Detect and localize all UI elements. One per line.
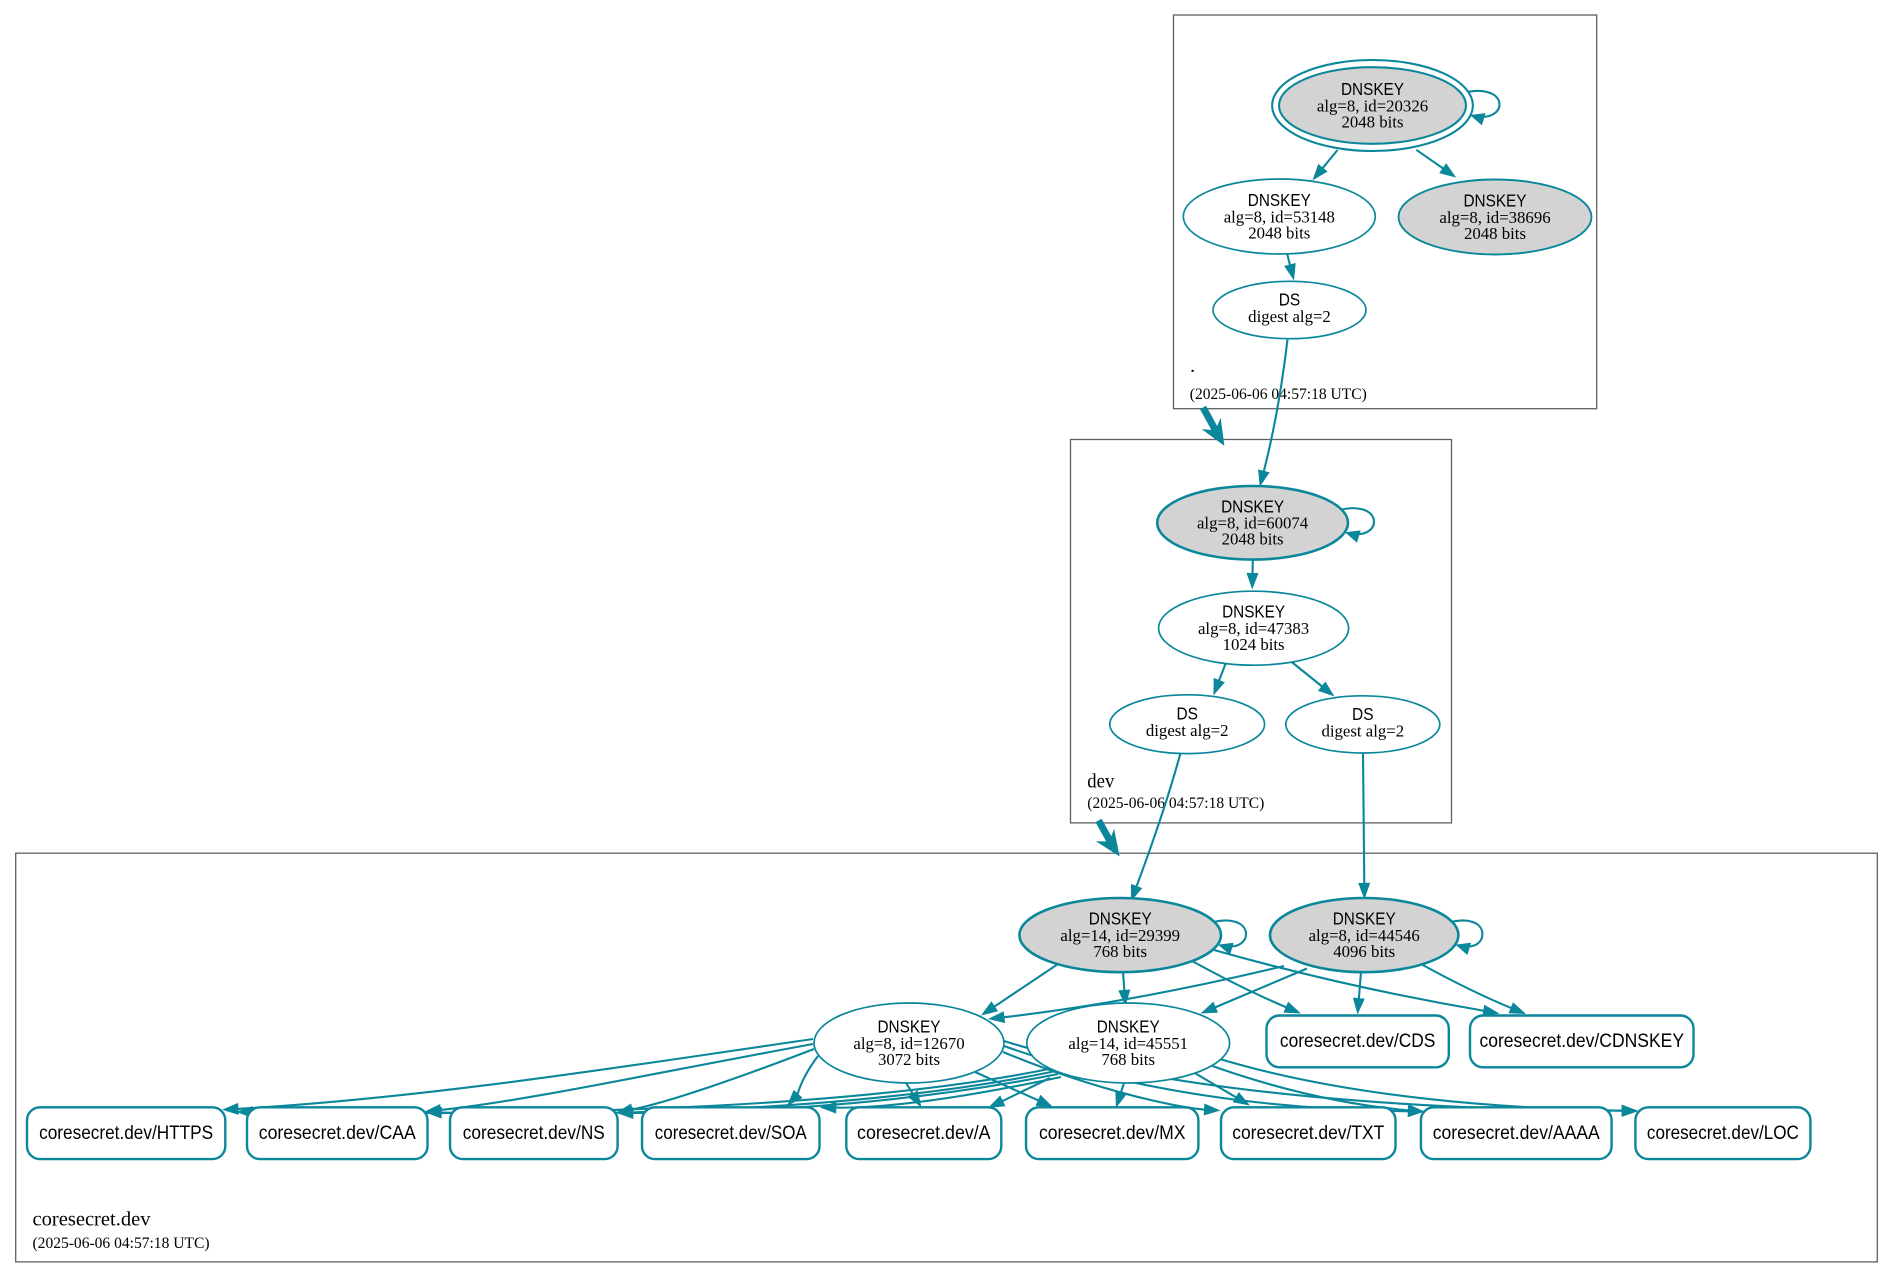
svg-text:DNSKEY: DNSKEY	[878, 1017, 941, 1037]
svg-text:digest alg=2: digest alg=2	[1248, 307, 1331, 326]
svg-text:DNSKEY: DNSKEY	[1097, 1017, 1160, 1037]
svg-text:4096 bits: 4096 bits	[1333, 942, 1395, 961]
svg-text:768 bits: 768 bits	[1093, 942, 1147, 961]
svg-text:(2025-06-06 04:57:18 UTC): (2025-06-06 04:57:18 UTC)	[1190, 386, 1367, 403]
svg-text:coresecret.dev/NS: coresecret.dev/NS	[463, 1122, 605, 1144]
svg-text:coresecret.dev/AAAA: coresecret.dev/AAAA	[1433, 1122, 1601, 1144]
svg-text:coresecret.dev/TXT: coresecret.dev/TXT	[1232, 1122, 1384, 1144]
svg-text:alg=14, id=29399: alg=14, id=29399	[1060, 926, 1180, 945]
svg-text:alg=8, id=12670: alg=8, id=12670	[853, 1034, 964, 1053]
svg-text:DNSKEY: DNSKEY	[1089, 909, 1152, 929]
svg-text:coresecret.dev/MX: coresecret.dev/MX	[1039, 1122, 1186, 1144]
svg-text:alg=8, id=44546: alg=8, id=44546	[1309, 926, 1420, 945]
svg-text:DS: DS	[1352, 704, 1374, 724]
svg-text:DNSKEY: DNSKEY	[1248, 190, 1311, 210]
svg-text:alg=8, id=38696: alg=8, id=38696	[1439, 208, 1550, 227]
svg-text:coresecret.dev/A: coresecret.dev/A	[857, 1122, 991, 1144]
svg-text:alg=8, id=47383: alg=8, id=47383	[1198, 619, 1309, 638]
svg-text:digest alg=2: digest alg=2	[1146, 721, 1229, 740]
svg-text:DNSKEY: DNSKEY	[1464, 191, 1527, 211]
svg-text:coresecret.dev/HTTPS: coresecret.dev/HTTPS	[39, 1122, 213, 1144]
svg-text:coresecret.dev/CAA: coresecret.dev/CAA	[259, 1122, 417, 1144]
svg-text:DNSKEY: DNSKEY	[1221, 496, 1284, 516]
svg-text:2048 bits: 2048 bits	[1464, 224, 1526, 243]
svg-text:coresecret.dev/CDNSKEY: coresecret.dev/CDNSKEY	[1479, 1030, 1684, 1052]
svg-text:.: .	[1190, 355, 1195, 377]
svg-text:(2025-06-06 04:57:18 UTC): (2025-06-06 04:57:18 UTC)	[1087, 795, 1264, 812]
svg-text:DNSKEY: DNSKEY	[1341, 79, 1404, 99]
svg-text:dev: dev	[1087, 770, 1115, 792]
svg-text:1024 bits: 1024 bits	[1223, 635, 1285, 654]
svg-text:alg=8, id=53148: alg=8, id=53148	[1224, 207, 1335, 226]
svg-text:alg=14, id=45551: alg=14, id=45551	[1068, 1034, 1188, 1053]
svg-text:DNSKEY: DNSKEY	[1222, 602, 1285, 622]
svg-text:DS: DS	[1176, 704, 1198, 724]
svg-text:alg=8, id=20326: alg=8, id=20326	[1317, 96, 1428, 115]
svg-text:coresecret.dev/SOA: coresecret.dev/SOA	[655, 1122, 808, 1144]
svg-text:DS: DS	[1279, 290, 1301, 310]
svg-text:2048 bits: 2048 bits	[1248, 223, 1310, 242]
svg-text:(2025-06-06 04:57:18 UTC): (2025-06-06 04:57:18 UTC)	[33, 1235, 210, 1252]
svg-text:DNSKEY: DNSKEY	[1333, 909, 1396, 929]
svg-text:coresecret.dev/LOC: coresecret.dev/LOC	[1647, 1122, 1799, 1144]
svg-text:digest alg=2: digest alg=2	[1321, 721, 1404, 740]
svg-text:2048 bits: 2048 bits	[1222, 530, 1284, 549]
svg-text:3072 bits: 3072 bits	[878, 1050, 940, 1069]
svg-text:2048 bits: 2048 bits	[1341, 112, 1403, 131]
svg-text:coresecret.dev: coresecret.dev	[33, 1208, 152, 1230]
svg-text:coresecret.dev/CDS: coresecret.dev/CDS	[1280, 1030, 1436, 1052]
svg-text:768 bits: 768 bits	[1101, 1050, 1155, 1069]
svg-text:alg=8, id=60074: alg=8, id=60074	[1197, 514, 1309, 533]
